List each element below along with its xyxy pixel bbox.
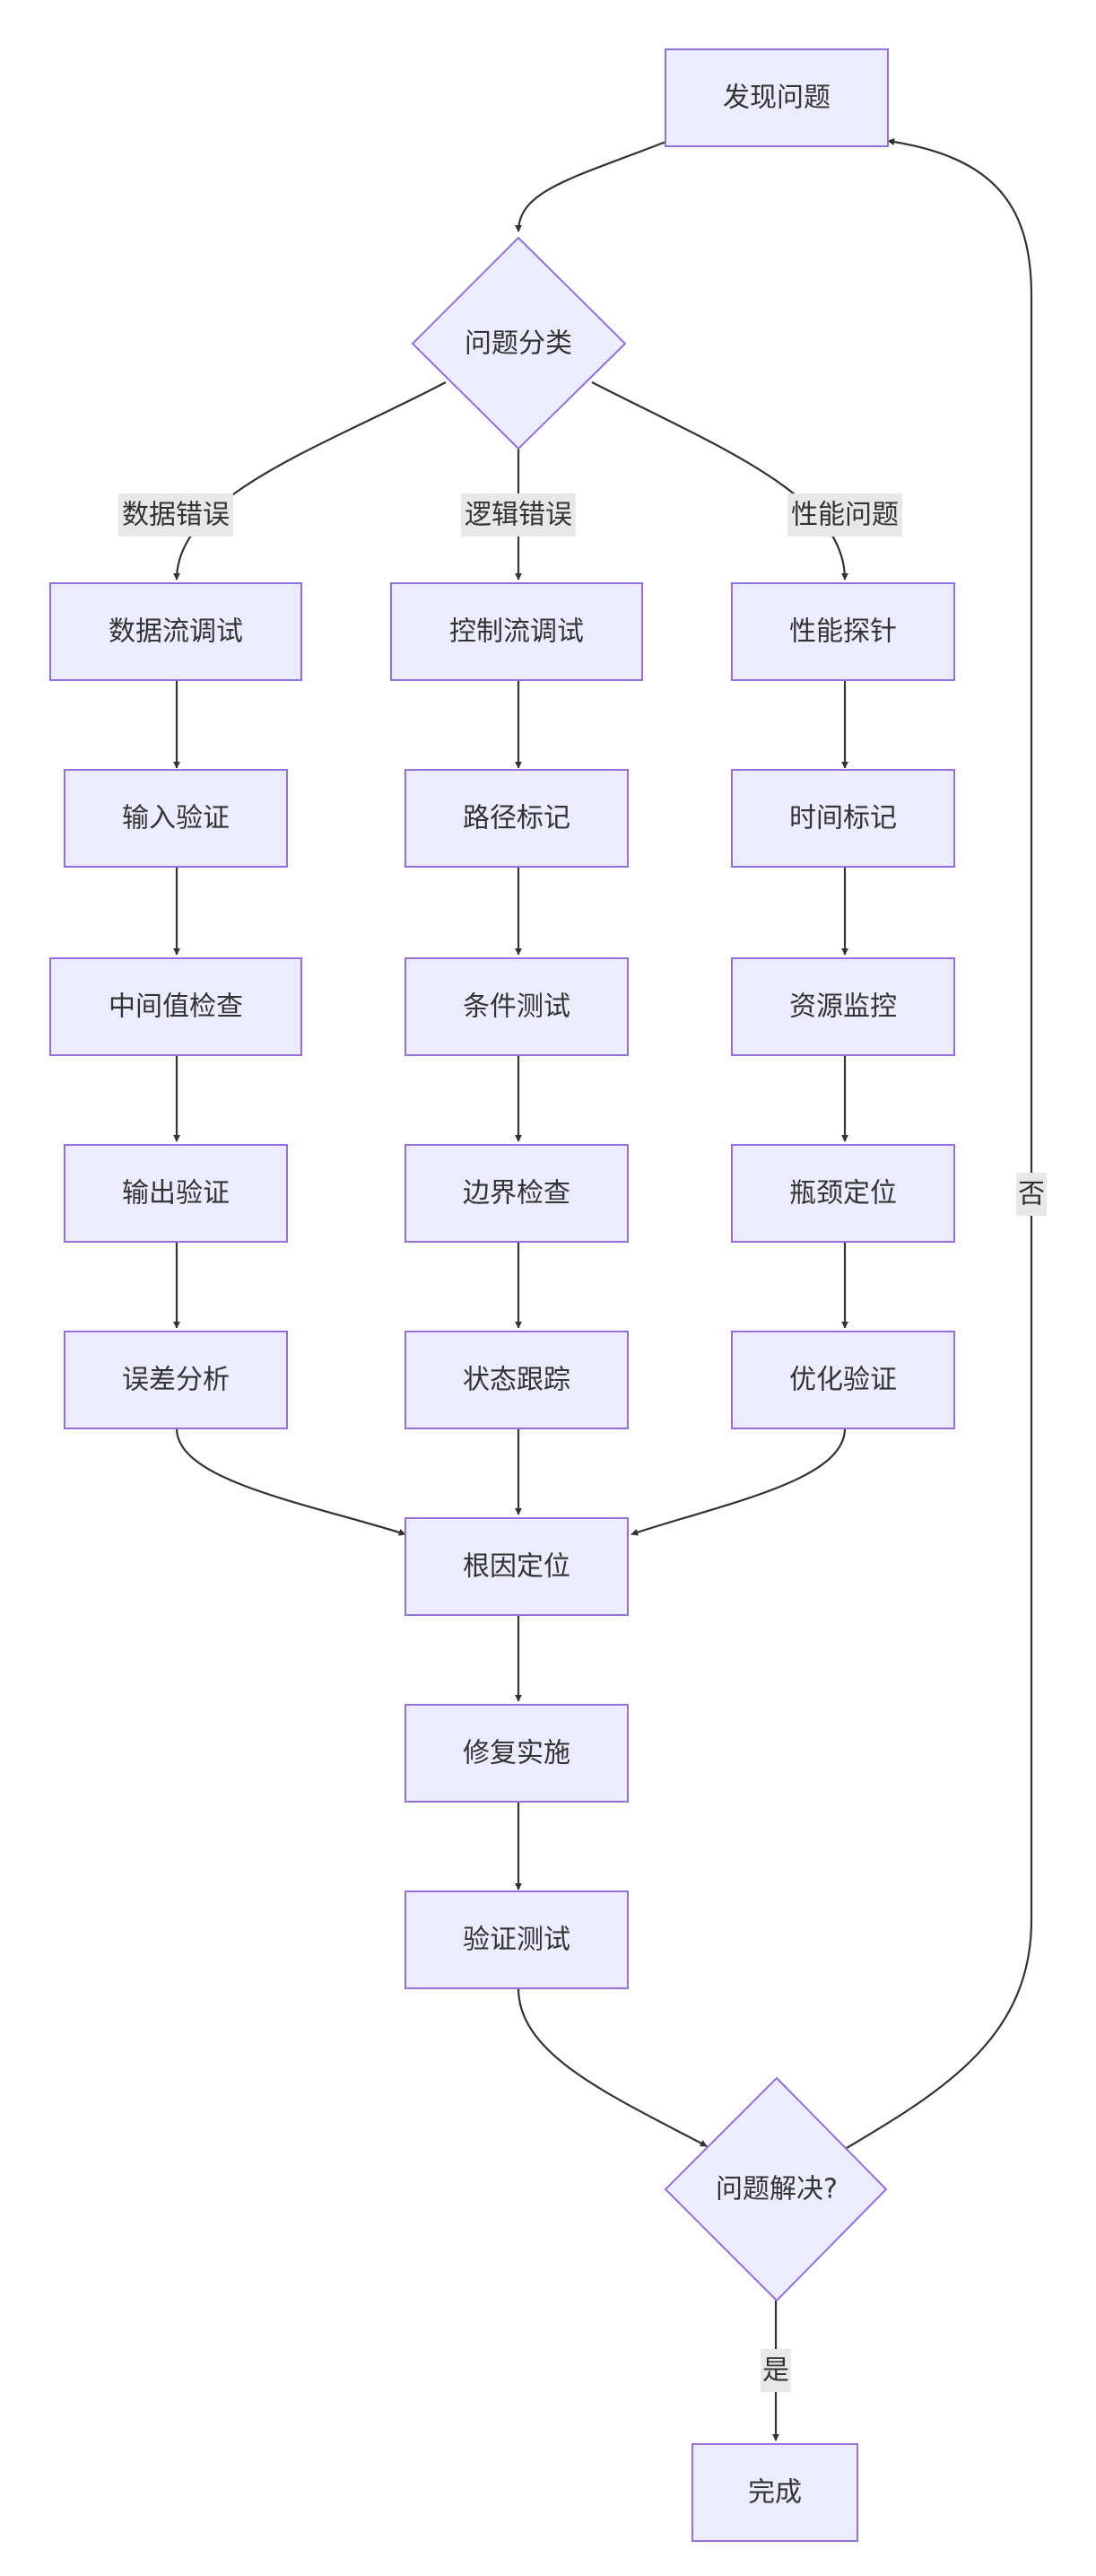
node-bottleneck-locate[interactable]: 瓶颈定位 — [731, 1144, 955, 1243]
edge-label-no: 否 — [1016, 1173, 1047, 1216]
node-optimize-verify[interactable]: 优化验证 — [731, 1331, 955, 1429]
node-state-trace[interactable]: 状态跟踪 — [404, 1331, 629, 1429]
node-path-mark[interactable]: 路径标记 — [404, 769, 629, 868]
node-classify-label: 问题分类 — [465, 328, 572, 360]
edge-label-data-error: 数据错误 — [118, 493, 233, 537]
edge-label-no-text: 否 — [1018, 1179, 1045, 1210]
node-input-check-label: 输入验证 — [122, 803, 230, 834]
edge-label-data-error-text: 数据错误 — [122, 500, 230, 531]
node-optimize-verify-label: 优化验证 — [789, 1365, 897, 1396]
node-state-trace-label: 状态跟踪 — [463, 1365, 570, 1396]
node-error-analysis-label: 误差分析 — [122, 1365, 230, 1396]
node-data-flow[interactable]: 数据流调试 — [49, 582, 302, 681]
node-time-mark-label: 时间标记 — [789, 803, 897, 834]
node-classify[interactable]: 问题分类 — [411, 236, 627, 450]
node-control-flow[interactable]: 控制流调试 — [390, 582, 643, 681]
node-resource-monitor-label: 资源监控 — [789, 991, 897, 1023]
node-path-mark-label: 路径标记 — [463, 803, 570, 834]
node-resolved[interactable]: 问题解决? — [664, 2076, 888, 2302]
edge-error-root — [175, 1428, 406, 1536]
node-done-label: 完成 — [748, 2477, 802, 2509]
node-bottleneck-locate-label: 瓶颈定位 — [789, 1178, 897, 1209]
node-done[interactable]: 完成 — [692, 2443, 858, 2542]
node-perf-probe[interactable]: 性能探针 — [731, 582, 955, 681]
node-perf-probe-label: 性能探针 — [789, 616, 897, 648]
edge-resolved-discover-no — [846, 138, 1033, 2149]
node-discover[interactable]: 发现问题 — [665, 48, 889, 147]
node-discover-label: 发现问题 — [723, 83, 831, 114]
node-intermediate-check[interactable]: 中间值检查 — [49, 957, 302, 1056]
node-boundary-check-label: 边界检查 — [463, 1178, 570, 1209]
node-intermediate-check-label: 中间值检查 — [109, 991, 243, 1023]
edge-discover-classify — [515, 139, 669, 232]
edge-label-perf-issue-text: 性能问题 — [791, 500, 899, 531]
node-condition-test-label: 条件测试 — [463, 991, 570, 1023]
edge-classify-data-flow — [173, 381, 447, 581]
edge-label-logic-error: 逻辑错误 — [461, 493, 576, 537]
node-output-check-label: 输出验证 — [122, 1178, 230, 1209]
node-fix[interactable]: 修复实施 — [404, 1704, 629, 1803]
node-boundary-check[interactable]: 边界检查 — [404, 1144, 629, 1243]
node-condition-test[interactable]: 条件测试 — [404, 957, 629, 1056]
node-input-check[interactable]: 输入验证 — [64, 769, 288, 868]
node-verify-test[interactable]: 验证测试 — [404, 1891, 629, 1989]
node-control-flow-label: 控制流调试 — [449, 616, 584, 648]
node-time-mark[interactable]: 时间标记 — [731, 769, 955, 868]
edge-label-yes: 是 — [761, 2349, 791, 2392]
edge-verify-resolved — [517, 1987, 708, 2147]
edge-label-perf-issue: 性能问题 — [787, 493, 902, 537]
node-resource-monitor[interactable]: 资源监控 — [731, 957, 955, 1056]
edge-label-yes-text: 是 — [762, 2355, 789, 2387]
edges — [173, 138, 1033, 2441]
node-output-check[interactable]: 输出验证 — [64, 1144, 288, 1243]
node-resolved-label: 问题解决? — [716, 2174, 838, 2205]
edge-label-logic-error-text: 逻辑错误 — [465, 500, 572, 531]
node-root-cause-label: 根因定位 — [463, 1551, 570, 1583]
node-data-flow-label: 数据流调试 — [109, 616, 243, 648]
node-fix-label: 修复实施 — [463, 1738, 570, 1769]
node-verify-test-label: 验证测试 — [463, 1925, 570, 1956]
edge-classify-perf-probe — [591, 381, 848, 581]
node-error-analysis[interactable]: 误差分析 — [64, 1331, 288, 1429]
node-root-cause[interactable]: 根因定位 — [404, 1517, 629, 1616]
edge-optimize-root — [631, 1428, 847, 1536]
